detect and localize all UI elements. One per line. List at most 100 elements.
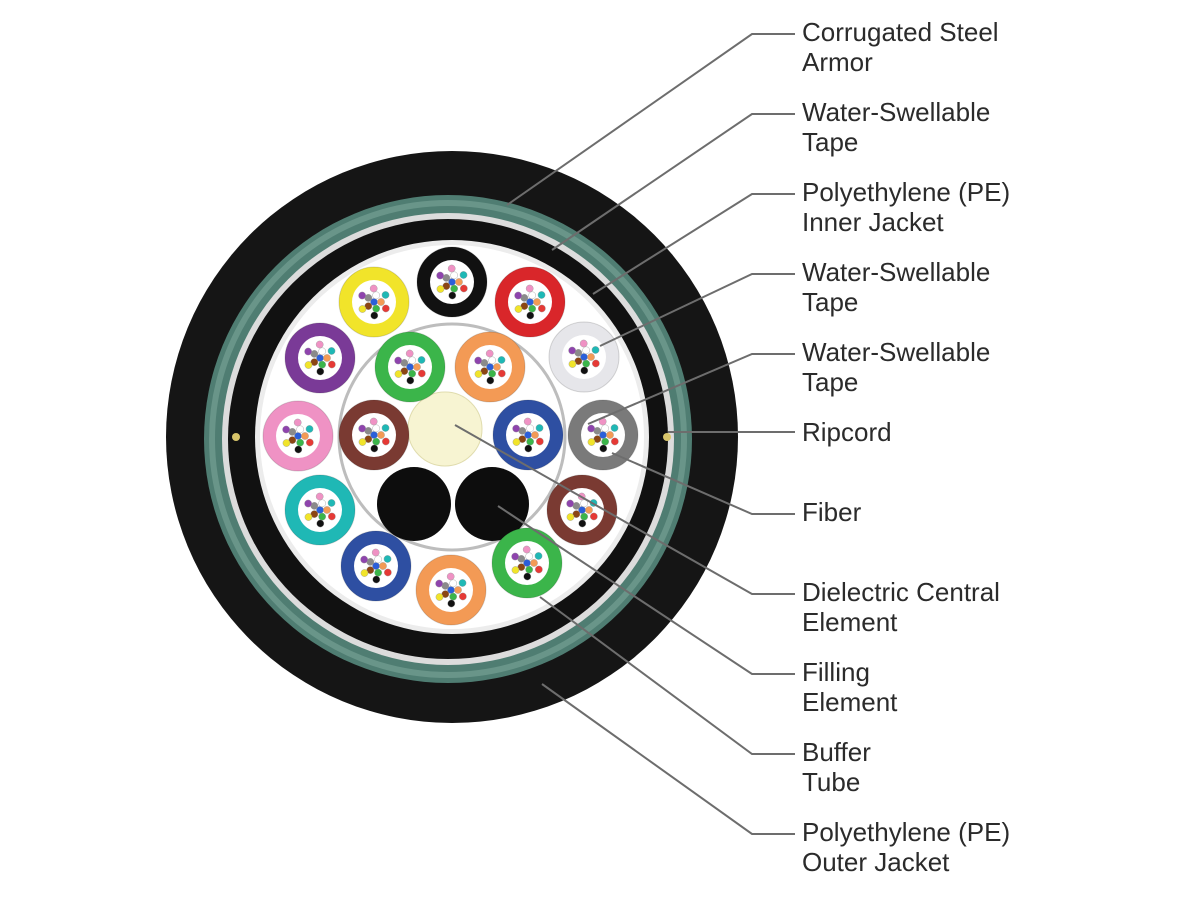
buffer-tube	[262, 400, 334, 472]
fiber	[328, 512, 336, 521]
fiber	[315, 492, 324, 501]
filling-element	[377, 467, 451, 541]
fiber	[450, 271, 458, 280]
fiber	[435, 579, 443, 588]
fiber	[315, 340, 324, 349]
label-line: Water-Swellable	[802, 97, 991, 127]
fiber	[601, 424, 609, 433]
label-line: Polyethylene (PE)	[802, 177, 1011, 207]
dielectric-central-element	[407, 391, 483, 467]
fiber	[511, 566, 520, 574]
leader-lines	[454, 33, 795, 835]
fiber	[534, 552, 543, 560]
fiber	[514, 291, 522, 300]
leader-line	[611, 452, 795, 515]
fiber	[512, 438, 521, 446]
label-line: Tube	[802, 767, 861, 797]
armor-highlight	[209, 200, 687, 678]
label-line: Water-Swellable	[802, 337, 991, 367]
fiber	[533, 298, 541, 306]
fiber	[536, 437, 544, 446]
label-buffer-tube: Buffer Tube	[802, 737, 1192, 797]
fiber	[485, 349, 494, 358]
fiber	[447, 599, 456, 608]
fiber	[488, 356, 496, 365]
fiber	[370, 444, 379, 453]
fiber	[405, 349, 414, 358]
fiber	[580, 499, 588, 508]
fiber	[358, 305, 367, 313]
fiber	[358, 438, 367, 446]
fiber	[417, 356, 426, 364]
buffer-tube	[567, 399, 639, 471]
fiber	[447, 264, 456, 273]
fiber	[371, 548, 380, 557]
fiber	[590, 512, 598, 521]
fiber	[512, 424, 520, 433]
fiber	[327, 347, 336, 355]
fiber	[436, 285, 445, 293]
leader-line	[497, 505, 795, 675]
buffer-tube	[284, 322, 356, 394]
fiber	[587, 424, 595, 433]
fiber	[535, 565, 543, 574]
leader-line	[551, 113, 795, 251]
fiber	[528, 304, 536, 313]
label-ripcord: Ripcord	[802, 417, 1192, 447]
fiber	[369, 284, 378, 293]
fiber	[582, 346, 590, 355]
fiber	[474, 370, 483, 378]
label-fiber: Fiber	[802, 497, 1192, 527]
fiber	[282, 425, 290, 434]
fiber	[523, 417, 532, 426]
buffer-tube	[491, 527, 563, 599]
fiber	[474, 356, 482, 365]
buffer-tube	[338, 266, 410, 338]
fiber	[530, 559, 538, 567]
fiber	[377, 431, 385, 439]
fiber	[413, 363, 421, 371]
fiber	[370, 311, 379, 320]
label-line: Ripcord	[802, 417, 892, 447]
label-line: Tape	[802, 367, 859, 397]
ripcord	[232, 433, 240, 441]
fiber	[318, 360, 326, 369]
leader-line	[539, 596, 795, 755]
fiber	[382, 437, 390, 446]
fiber	[585, 506, 593, 514]
fiber	[360, 569, 369, 577]
fiber	[377, 298, 385, 306]
label-line: Element	[802, 687, 898, 717]
fiber	[522, 545, 531, 554]
fiber	[435, 593, 444, 601]
fiber	[498, 369, 506, 378]
fiber	[372, 291, 380, 300]
leader-line	[541, 683, 795, 835]
fiber	[587, 438, 596, 446]
leader-line	[592, 193, 795, 295]
fiber	[524, 444, 533, 453]
fiber	[568, 360, 577, 368]
buffer-tube	[340, 530, 412, 602]
fiber	[566, 499, 574, 508]
fiber	[497, 356, 506, 364]
fiber	[372, 424, 380, 433]
label-line: Outer Jacket	[802, 847, 950, 877]
fiber	[379, 562, 387, 570]
buffer-tube	[494, 266, 566, 338]
fiber	[587, 353, 595, 361]
fiber	[537, 291, 546, 299]
fiber	[372, 575, 381, 584]
fiber	[294, 445, 303, 454]
label-line: Filling	[802, 657, 870, 687]
label-water-swellable-tape-outer: Water-Swellable Tape	[802, 97, 1192, 157]
fiber	[436, 271, 444, 280]
fiber	[316, 519, 325, 528]
fiber	[448, 291, 457, 300]
buffer-tube	[374, 331, 446, 403]
fiber	[525, 552, 533, 561]
label-water-swellable-tape-inner: Water-Swellable Tape	[802, 337, 1192, 397]
fiber	[394, 356, 402, 365]
fiber	[568, 346, 576, 355]
